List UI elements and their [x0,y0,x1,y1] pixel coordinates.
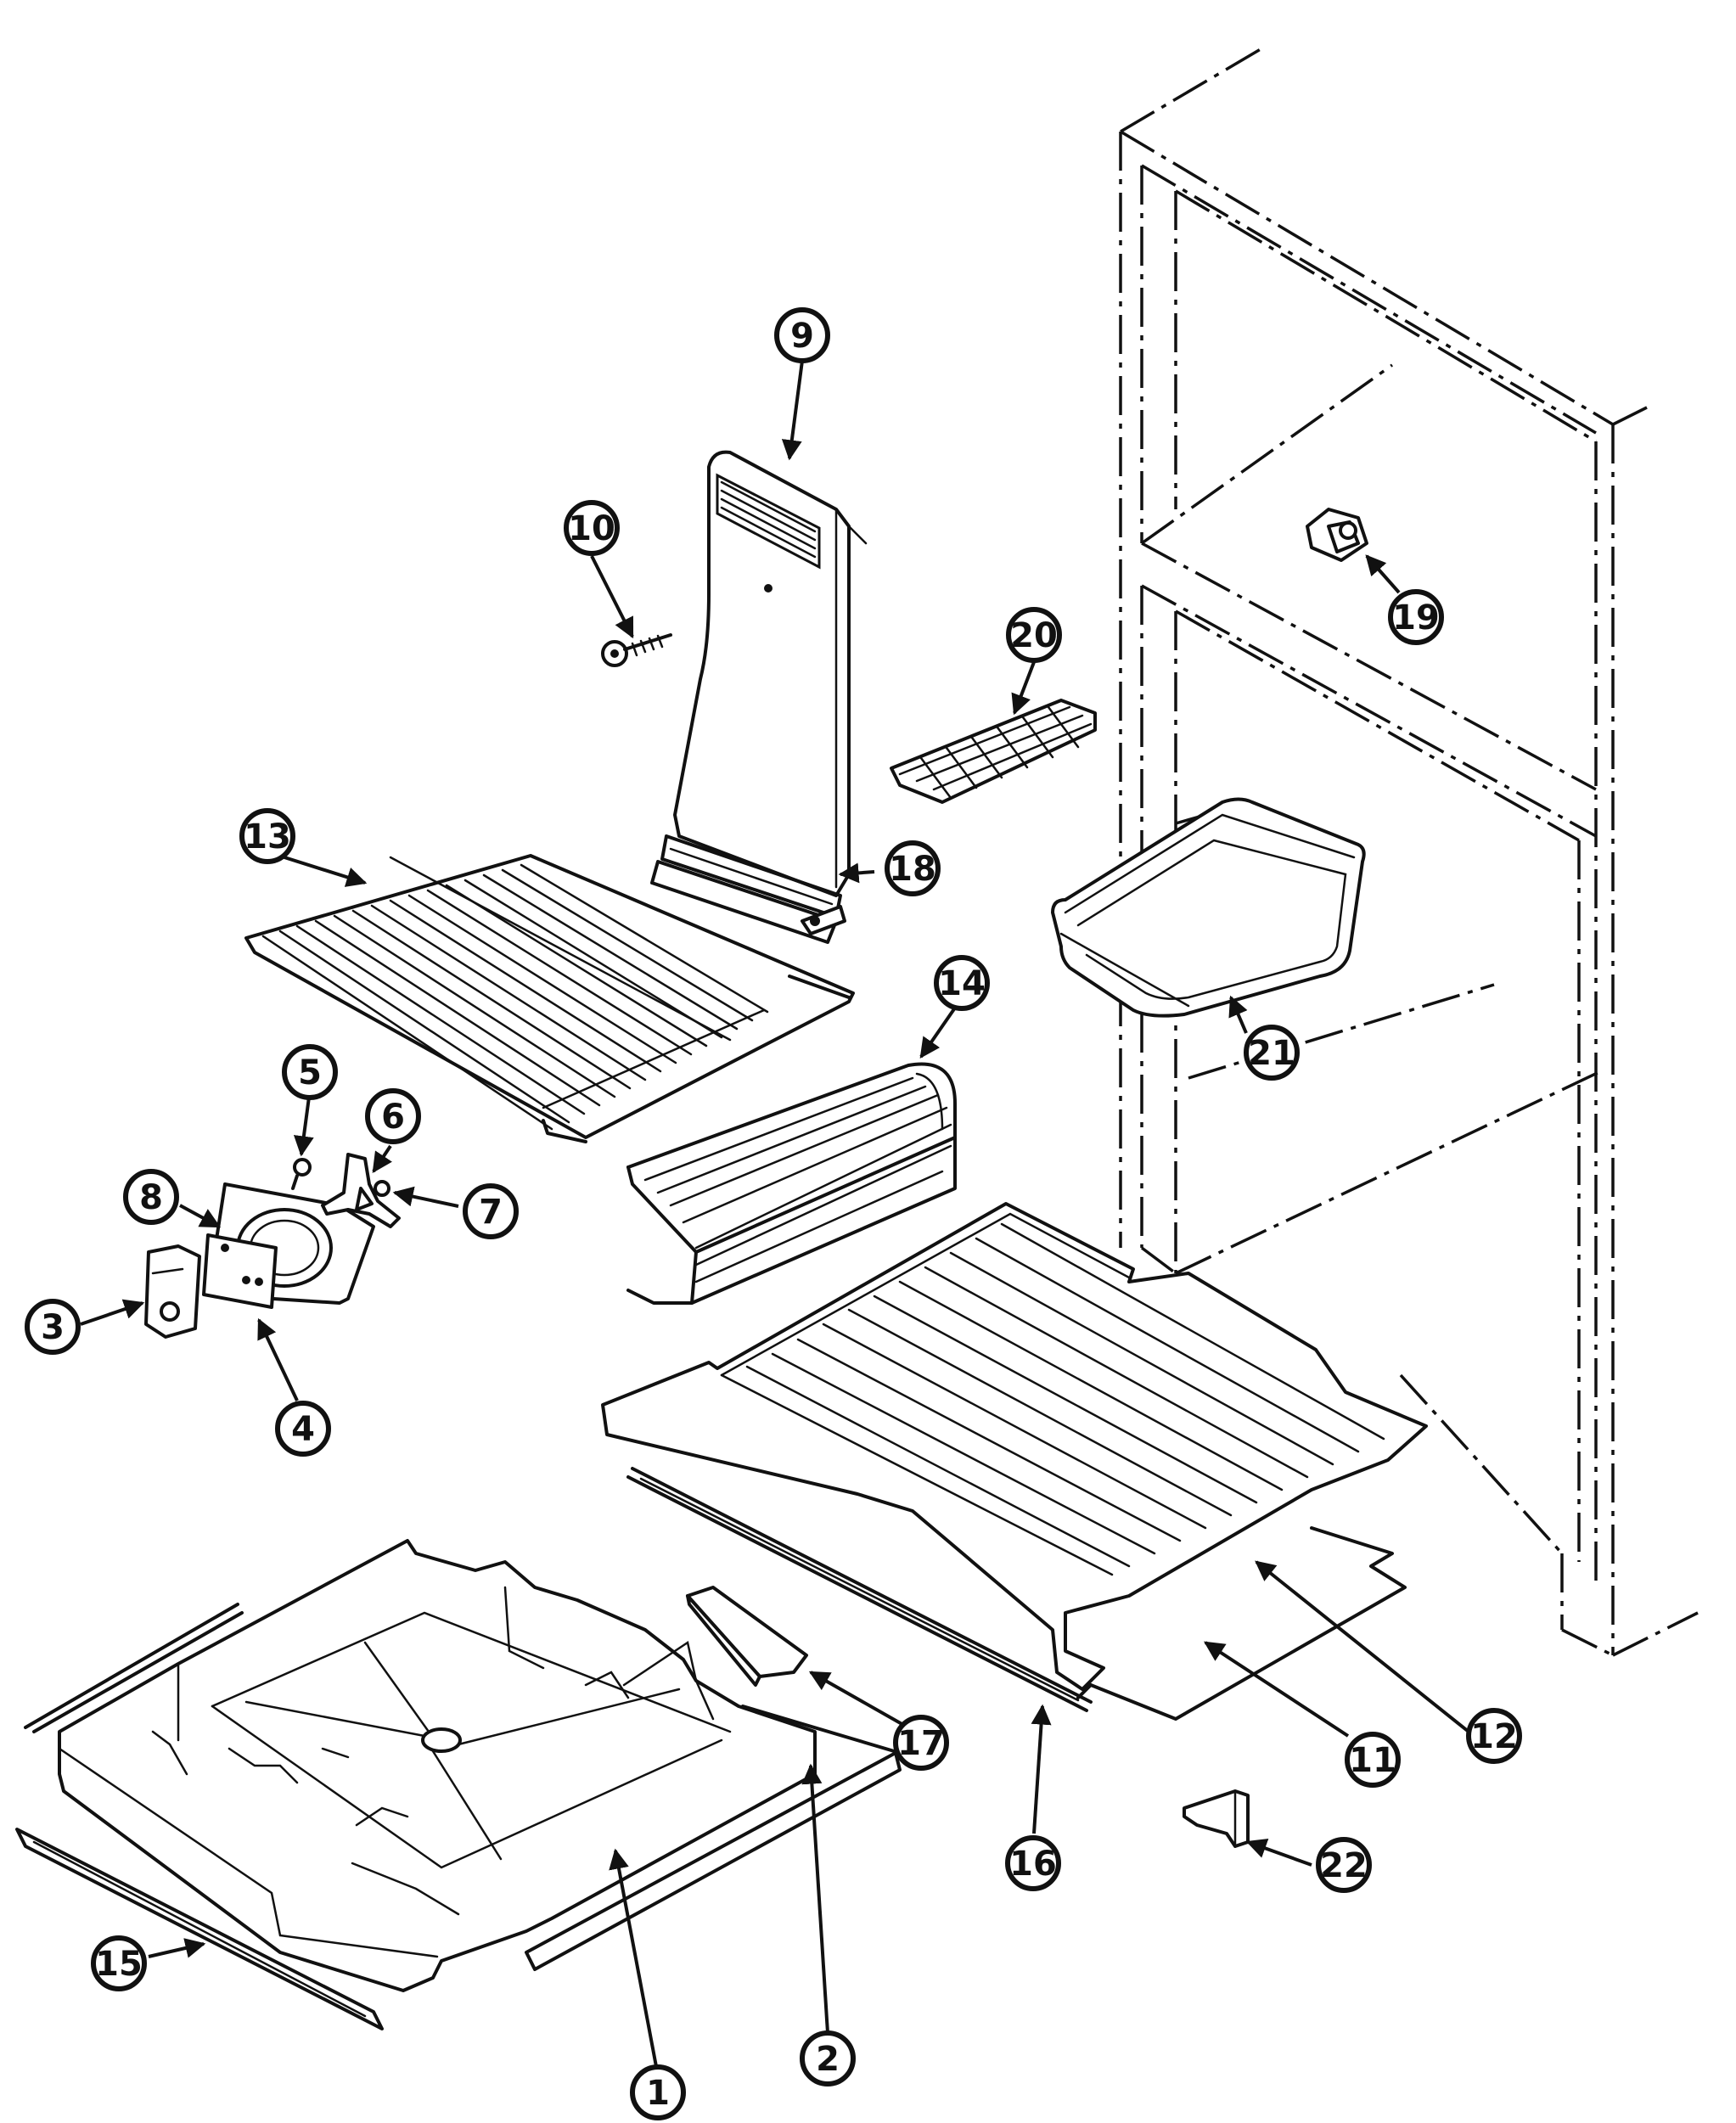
svg-text:5: 5 [298,1053,322,1092]
svg-text:18: 18 [889,850,936,889]
svg-text:10: 10 [568,509,615,548]
svg-text:1: 1 [646,2074,670,2113]
svg-text:8: 8 [139,1178,163,1217]
callout-12: 12 [1466,1708,1522,1764]
svg-text:11: 11 [1349,1741,1396,1780]
svg-text:4: 4 [291,1410,315,1449]
crisper-wire-cover-part [626,1062,957,1305]
duct-bracket-part [801,905,846,935]
svg-text:9: 9 [790,317,814,356]
callout-5: 5 [282,1044,338,1100]
svg-text:6: 6 [381,1098,405,1137]
wire-shelf-part [244,854,855,1143]
svg-text:13: 13 [244,817,291,857]
callout-6: 6 [365,1088,421,1144]
callout-9: 9 [774,307,830,363]
svg-text:15: 15 [95,1945,143,1984]
fan-motor-assembly [144,1153,401,1339]
svg-text:22: 22 [1320,1846,1368,1885]
callout-11: 11 [1345,1732,1401,1788]
svg-text:14: 14 [938,964,986,1003]
callout-16: 16 [1005,1835,1061,1891]
svg-text:19: 19 [1392,598,1440,637]
callout-2: 2 [800,2030,856,2086]
svg-text:20: 20 [1010,616,1058,655]
leader-lines [80,360,1470,2076]
callout-8: 8 [123,1169,179,1225]
svg-text:17: 17 [897,1724,945,1763]
front-rail-part [15,1828,384,2030]
callout-10: 10 [564,500,620,556]
callout-14: 14 [934,955,990,1011]
crisper-pan-part [58,1539,817,1992]
storage-bin-part [1051,797,1366,1018]
svg-text:7: 7 [479,1193,503,1232]
screw-part [601,633,672,667]
callout-7: 7 [463,1183,519,1239]
callout-22: 22 [1316,1837,1372,1893]
callout-4: 4 [275,1401,331,1457]
duct-cover-part [650,450,868,944]
callout-13: 13 [239,808,295,864]
rail-part [626,1467,1093,1712]
svg-text:12: 12 [1470,1717,1518,1756]
svg-text:21: 21 [1248,1034,1295,1073]
callout-1: 1 [630,2064,686,2120]
callout-19: 19 [1388,589,1444,645]
crisper-cover-part [601,1202,1428,1691]
callout-21: 21 [1244,1025,1300,1081]
callout-15: 15 [91,1935,147,1991]
callout-3: 3 [25,1299,81,1355]
spacer-block-part [686,1586,808,1687]
hinge-bracket-part [1306,508,1368,562]
ice-tray-part [890,699,1097,804]
callout-18: 18 [885,840,941,896]
callout-17: 17 [893,1715,949,1771]
side-rail-part [24,1603,902,1971]
small-bracket-part [1183,1789,1250,1848]
svg-text:16: 16 [1009,1845,1057,1884]
svg-text:3: 3 [41,1308,65,1347]
callout-20: 20 [1006,607,1062,663]
svg-text:2: 2 [816,2040,840,2079]
